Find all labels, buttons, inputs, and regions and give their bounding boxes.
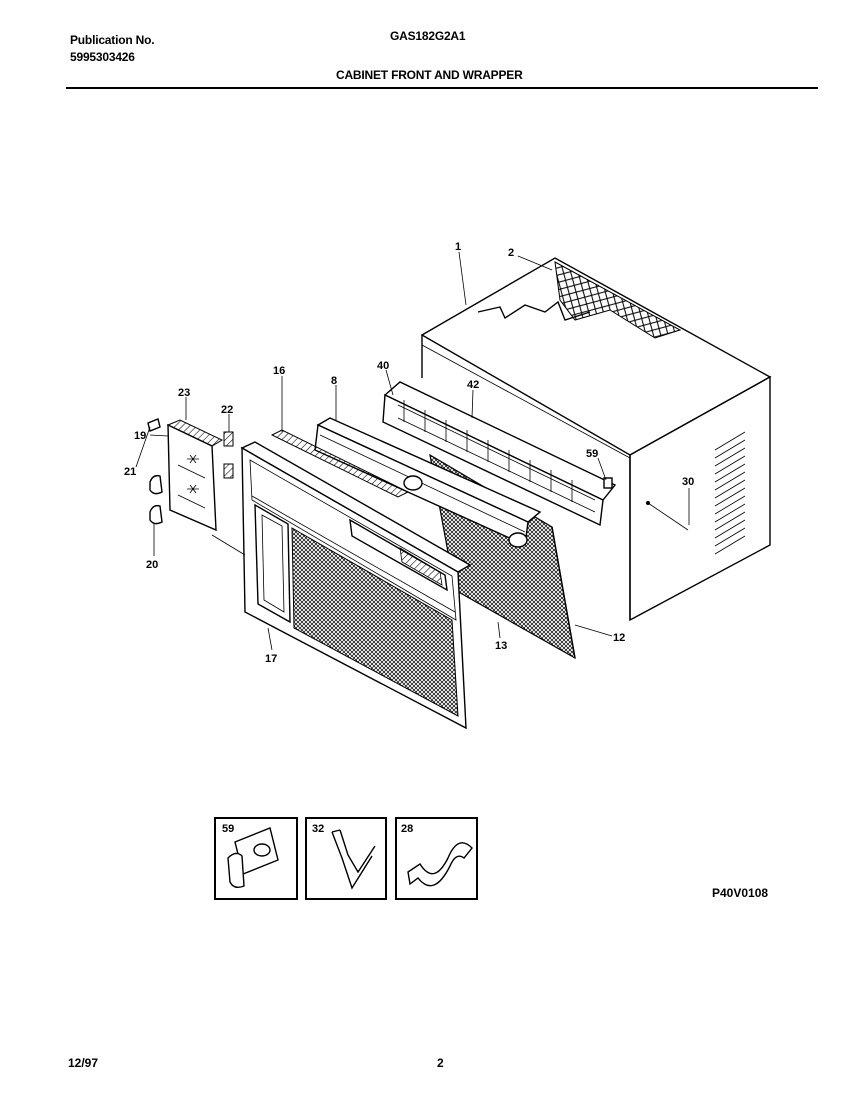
cabinet-wrapper bbox=[420, 257, 772, 622]
side-louvers bbox=[714, 431, 746, 555]
callout-16: 16 bbox=[273, 365, 285, 377]
callout-42: 42 bbox=[467, 379, 479, 391]
louver-assembly bbox=[382, 381, 617, 527]
callout-13: 13 bbox=[495, 640, 507, 652]
callout-40: 40 bbox=[377, 360, 389, 372]
horizontal-louver bbox=[314, 417, 542, 548]
section-title: CABINET FRONT AND WRAPPER bbox=[336, 68, 523, 82]
callout-2: 2 bbox=[508, 247, 514, 259]
model-number: GAS182G2A1 bbox=[390, 29, 466, 43]
callout-8: 8 bbox=[331, 375, 337, 387]
callout-20: 20 bbox=[146, 559, 158, 571]
publication-label: Publication No. bbox=[70, 33, 155, 47]
drawing-id: P40V0108 bbox=[712, 886, 769, 900]
callout-30: 30 bbox=[682, 476, 694, 488]
callout-59: 59 bbox=[586, 448, 598, 460]
svg-text:32: 32 bbox=[312, 823, 324, 835]
footer-date: 12/97 bbox=[68, 1056, 99, 1070]
callout-22: 22 bbox=[221, 404, 233, 416]
detail-box-32: 32 bbox=[305, 817, 387, 900]
svg-text:28: 28 bbox=[401, 823, 413, 835]
detail-box-59: 59 bbox=[214, 817, 298, 900]
publication-number: 5995303426 bbox=[70, 50, 135, 64]
callout-17: 17 bbox=[265, 653, 277, 665]
page-number: 2 bbox=[437, 1056, 444, 1070]
gasket bbox=[270, 429, 410, 498]
control-panel bbox=[147, 418, 246, 556]
callout-12: 12 bbox=[613, 632, 625, 644]
leader-lines bbox=[135, 251, 690, 651]
callout-23: 23 bbox=[178, 387, 190, 399]
callout-19: 19 bbox=[134, 430, 146, 442]
detail-box-28: 28 bbox=[395, 817, 478, 900]
callout-21: 21 bbox=[124, 466, 136, 478]
callouts: 1 2 40 42 16 8 23 22 19 21 20 59 30 12 1… bbox=[124, 241, 694, 665]
front-grille bbox=[240, 441, 472, 730]
svg-text:59: 59 bbox=[222, 823, 234, 835]
header-rule bbox=[66, 87, 818, 89]
callout-1: 1 bbox=[455, 241, 461, 253]
